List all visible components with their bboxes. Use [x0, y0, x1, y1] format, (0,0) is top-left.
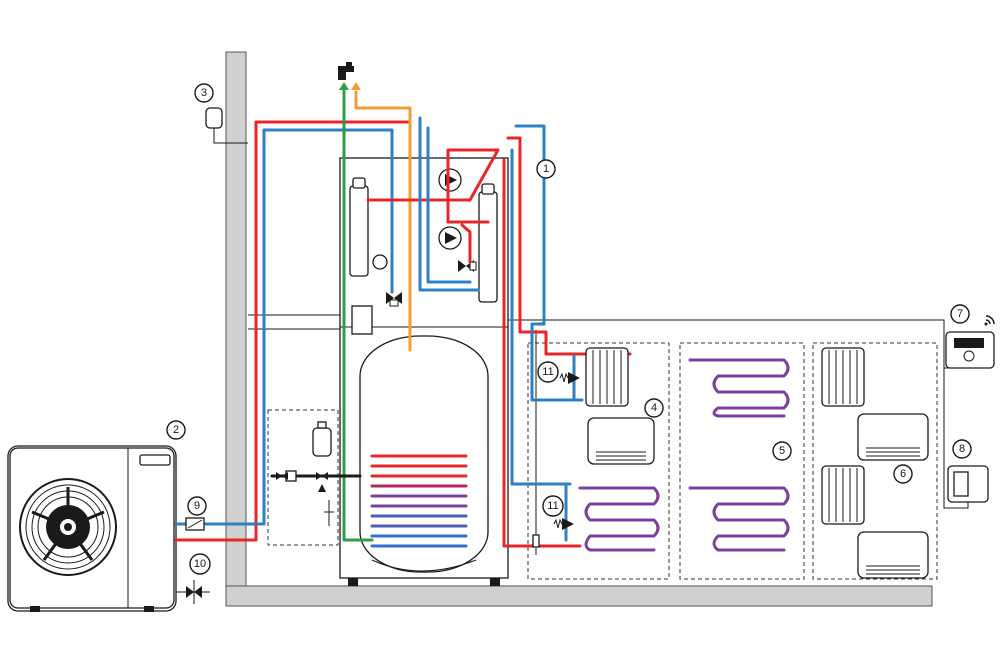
pipe-zone4-radiator-cold — [514, 124, 584, 402]
temperature-sensor — [532, 534, 540, 548]
callout-7: 7 — [950, 304, 970, 324]
svg-text:5: 5 — [779, 445, 785, 457]
water-filter-icon — [185, 517, 205, 531]
callout-4: 4 — [644, 398, 664, 418]
sensor-wire — [213, 128, 248, 144]
zone-5-box — [679, 342, 805, 580]
svg-text:4: 4 — [651, 402, 657, 414]
expansion-vessel-left — [349, 177, 369, 277]
tank-heat-exchanger-coil — [370, 454, 468, 548]
pipe-internal-cold-2 — [426, 126, 472, 284]
svg-text:2: 2 — [173, 424, 179, 436]
callout-11-top: 11 — [537, 361, 559, 383]
water-tap-icon — [338, 62, 361, 90]
expansion-vessel-right — [478, 183, 498, 303]
pipe-cold-outdoor — [174, 128, 394, 526]
control-box — [351, 305, 373, 335]
pressure-gauge — [372, 254, 388, 270]
radiator-zone6-bottom — [821, 465, 865, 525]
room-thermostat — [945, 331, 995, 369]
pipe-zone4-floor-hot — [502, 158, 582, 548]
callout-2: 2 — [166, 420, 186, 440]
pipe-zone4-radiator-hot — [506, 136, 632, 356]
svg-text:3: 3 — [201, 87, 207, 99]
fan-coil-zone4 — [587, 417, 655, 465]
safety-group-box — [267, 409, 339, 546]
outdoor-temperature-sensor — [205, 107, 223, 129]
callout-5: 5 — [772, 441, 792, 461]
svg-text:6: 6 — [900, 468, 906, 480]
radiator-zone4 — [585, 347, 629, 407]
drain-valve-icon — [176, 580, 210, 604]
svg-text:11: 11 — [547, 500, 558, 512]
svg-text:9: 9 — [194, 500, 200, 512]
callout-11-bottom: 11 — [542, 495, 564, 517]
remote-control-unit — [947, 465, 989, 503]
floor-slab — [225, 585, 933, 607]
svg-text:1: 1 — [543, 163, 549, 175]
callout-8: 8 — [952, 439, 972, 459]
bypass-valve-icon — [553, 518, 574, 530]
callout-10: 10 — [189, 553, 211, 575]
dhw-storage-tank — [359, 335, 489, 573]
wifi-signal-icon — [984, 315, 995, 326]
fan-coil-zone6-top — [857, 413, 929, 461]
bypass-valve-icon — [559, 372, 580, 384]
pipe-zone4-floor-cold — [510, 148, 572, 486]
svg-text:10: 10 — [194, 558, 206, 570]
circulation-pump-icon — [438, 168, 462, 192]
callout-1: 1 — [536, 159, 556, 179]
pipe-internal-hot-2 — [460, 223, 472, 264]
svg-text:11: 11 — [542, 366, 553, 378]
fan-coil-zone6-bottom — [857, 531, 929, 579]
pipe-dhw-cold — [342, 88, 374, 542]
diverter-valve-icon — [386, 292, 402, 307]
svg-text:8: 8 — [959, 443, 965, 455]
callout-9: 9 — [187, 496, 207, 516]
underfloor-heating-loop-zone5-bottom — [688, 486, 790, 552]
radiator-zone6-top — [821, 347, 865, 407]
zone-6-box — [812, 342, 938, 580]
callout-6: 6 — [893, 464, 913, 484]
underfloor-heating-loop-zone5-top — [688, 358, 790, 418]
expansion-vessel-dhw — [312, 421, 332, 457]
control-wire-2 — [943, 368, 969, 509]
pipe-internal-hot — [366, 148, 500, 224]
svg-text:7: 7 — [957, 308, 963, 320]
pipe-internal-cold — [418, 116, 480, 292]
underfloor-heating-loop-zone4 — [578, 486, 660, 552]
zone-4-box — [527, 342, 670, 580]
fan-icon — [19, 478, 117, 576]
outdoor-heat-pump-unit — [7, 445, 177, 612]
building-wall — [225, 51, 247, 593]
callout-3: 3 — [194, 83, 214, 103]
circulation-pump-icon — [438, 226, 462, 250]
safety-valve-group — [276, 470, 334, 526]
pipe-dhw-hot — [354, 90, 412, 352]
